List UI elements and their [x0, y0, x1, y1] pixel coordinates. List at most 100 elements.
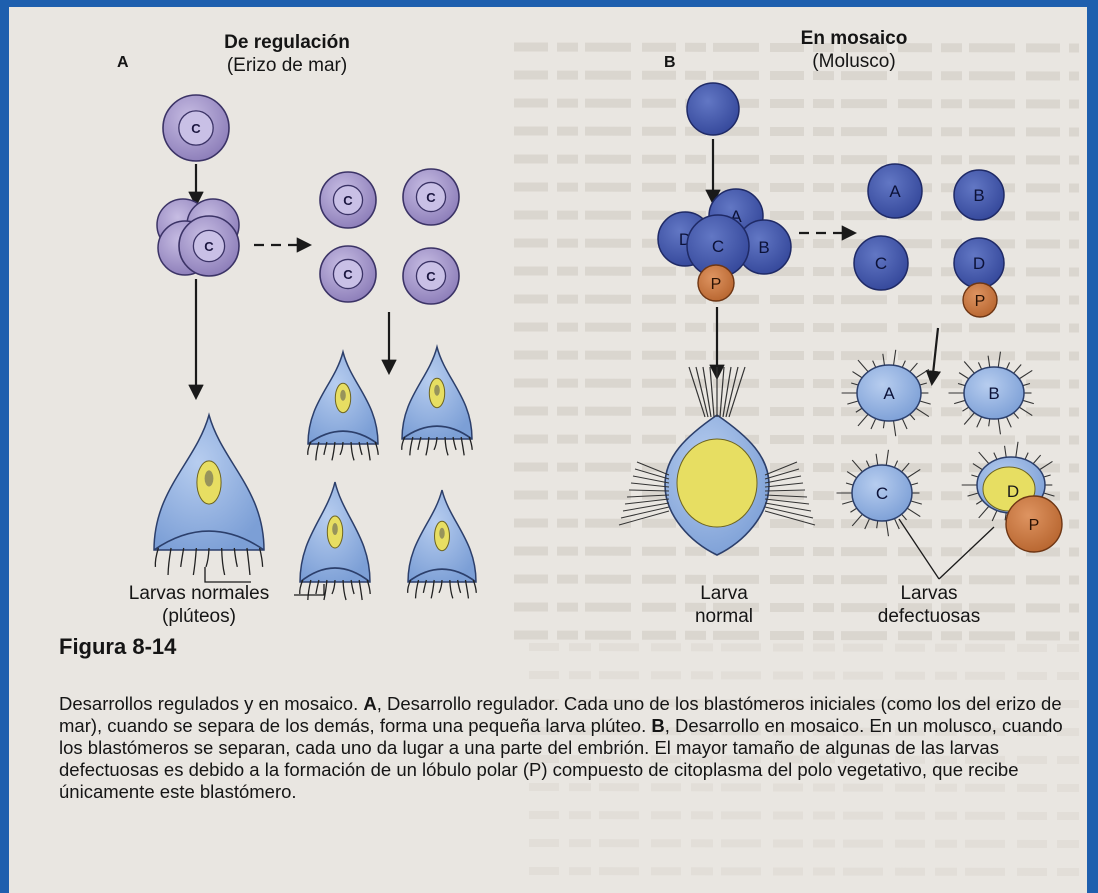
- cilium: [618, 510, 670, 526]
- panel-b-letter: B: [664, 54, 676, 71]
- cilium: [620, 506, 670, 519]
- polar-lobe-label: P: [975, 293, 986, 310]
- larva-spine: [192, 547, 197, 576]
- apical-tuft: [725, 366, 739, 418]
- polar-lobe-label: P: [711, 276, 722, 293]
- pluteus-small-2: [401, 344, 473, 456]
- cell-label: C: [191, 121, 201, 136]
- normal-larva-label-line1: Larva: [700, 583, 748, 604]
- larva-spine: [464, 579, 470, 599]
- bleed-line: [528, 671, 1080, 680]
- cilium: [622, 502, 670, 512]
- cilium: [1012, 364, 1022, 375]
- cilium: [857, 412, 870, 427]
- larva-arch: [299, 567, 371, 583]
- larva-spine: [358, 441, 363, 456]
- panel-b-title-bold: En mosaico: [800, 28, 908, 49]
- bleed-line: [528, 867, 1080, 876]
- blastomere-label: C: [875, 254, 887, 273]
- nucleus: [332, 258, 364, 290]
- convergence-line: [898, 518, 940, 580]
- larva-spine: [233, 547, 238, 568]
- larva-spine: [167, 547, 172, 576]
- larva-spine: [350, 579, 355, 595]
- panel-a-letter: A: [117, 54, 129, 71]
- normal-larva: [618, 366, 816, 556]
- apical-tuft: [719, 366, 725, 418]
- cilium: [978, 504, 991, 519]
- bleed-line: [513, 518, 1080, 529]
- cilium: [764, 489, 806, 492]
- larva-spine: [342, 579, 347, 601]
- cilium: [997, 417, 1002, 435]
- cilium: [634, 468, 670, 480]
- defective-larva-b: [948, 351, 1034, 435]
- larva-body: [856, 364, 922, 422]
- larva-label: B: [988, 384, 999, 403]
- bleed-line: [513, 154, 1080, 165]
- cilium: [914, 406, 930, 418]
- larva-spine: [417, 436, 422, 451]
- cilium: [764, 510, 816, 526]
- apical-tuft: [722, 366, 732, 418]
- larva-spine: [433, 436, 438, 451]
- cilium: [624, 498, 670, 505]
- blastomere-label: D: [973, 254, 985, 273]
- larva-spine: [358, 579, 363, 601]
- isolated-a: [867, 163, 923, 219]
- defective-larva-polar-lobe: [1005, 495, 1063, 553]
- isolated-b: [953, 169, 1005, 221]
- cilium: [764, 498, 810, 505]
- bleed-line: [513, 602, 1080, 613]
- defective-larvae-label: Larvas defectuosas: [854, 582, 1004, 628]
- cilium: [632, 475, 670, 484]
- bracket: [294, 584, 325, 596]
- cilium: [628, 489, 670, 492]
- caption-part: A: [363, 693, 377, 714]
- nucleus-spot: [340, 389, 346, 401]
- apical-tuft: [728, 366, 746, 418]
- cilium: [892, 419, 897, 437]
- defective-larvae-label-line1: Larvas: [900, 583, 958, 604]
- bleed-line: [528, 755, 1080, 764]
- cilium: [905, 506, 921, 518]
- cilium: [636, 461, 670, 476]
- defective-larva-a: [841, 349, 931, 437]
- apical-tuft: [702, 366, 712, 418]
- normal-larvae-label-line1: Larvas normales: [128, 583, 270, 604]
- cilium: [764, 468, 800, 480]
- cilium: [626, 494, 670, 498]
- bleed-line: [513, 350, 1080, 361]
- larva-spine: [456, 579, 462, 594]
- cilium: [885, 519, 890, 537]
- cilium: [1005, 415, 1012, 428]
- cilium: [885, 449, 890, 467]
- larva-spine: [307, 579, 312, 601]
- isolated-c: [853, 235, 909, 291]
- convergence-line: [938, 526, 995, 580]
- larva-spine: [425, 436, 430, 456]
- caption-part: , Desarrollo regulador. Cada uno de los …: [59, 693, 1062, 736]
- larva-spine: [315, 441, 320, 461]
- bleed-line: [528, 839, 1080, 848]
- bleed-line: [513, 434, 1080, 445]
- larva-spine: [221, 547, 226, 576]
- larva-spine: [422, 579, 427, 594]
- egg-cell-mollusc: [686, 82, 740, 136]
- nucleus-spot: [434, 384, 440, 396]
- normal-larvae-label: Larvas normales (plúteos): [94, 582, 304, 628]
- normal-larva-label: Larva normal: [674, 582, 774, 628]
- bleed-line: [513, 574, 1080, 585]
- larva-spine: [307, 441, 312, 455]
- pluteus-whole: [153, 412, 265, 576]
- larva-arch: [153, 530, 265, 551]
- bleed-line: [528, 643, 1080, 652]
- larva-spine: [331, 579, 336, 595]
- pluteus-small-3: [299, 481, 371, 601]
- cilium: [978, 451, 991, 466]
- larva-spine: [331, 441, 336, 461]
- nucleus: [332, 184, 364, 216]
- blastomere-label: C: [712, 237, 724, 256]
